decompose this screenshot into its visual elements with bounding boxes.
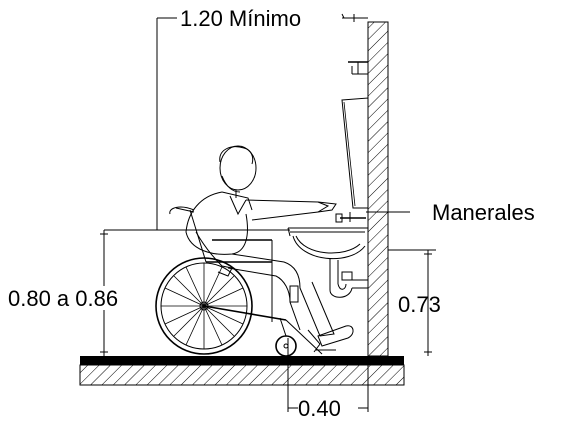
bottom-dimension: 0.40 bbox=[287, 338, 369, 421]
right-dimension: 0.73 bbox=[388, 249, 441, 356]
wall bbox=[367, 21, 389, 357]
mirror-panel bbox=[341, 97, 369, 209]
wheelchair-user bbox=[155, 145, 354, 357]
grab-bar-bracket bbox=[348, 61, 368, 75]
callout-manerales: Manerales bbox=[432, 200, 535, 225]
top-dimension: 1.20 Mínimo bbox=[156, 6, 368, 230]
drain-trap bbox=[329, 258, 368, 298]
sink bbox=[287, 227, 368, 260]
faucet-handles bbox=[335, 211, 410, 223]
bottom-dimension-label: 0.40 bbox=[298, 396, 341, 421]
top-dimension-label: 1.20 Mínimo bbox=[180, 6, 301, 31]
right-dimension-label: 0.73 bbox=[398, 292, 441, 317]
floor bbox=[79, 356, 405, 386]
left-dimension: 0.80 a 0.86 bbox=[6, 229, 290, 356]
left-dimension-label: 0.80 a 0.86 bbox=[8, 286, 118, 311]
